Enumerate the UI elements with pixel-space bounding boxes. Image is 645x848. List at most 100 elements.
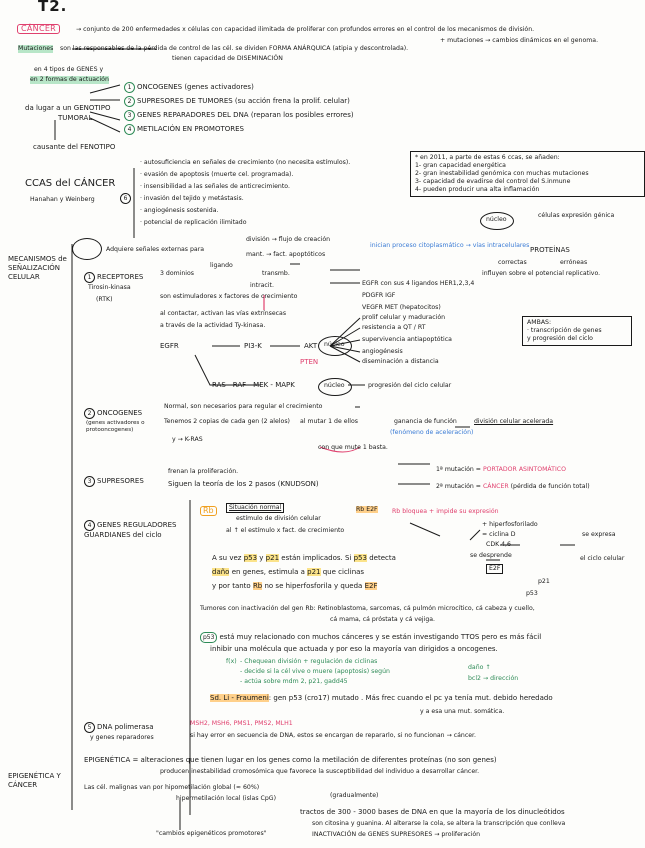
progresion-effect: progresión del ciclo celular xyxy=(368,382,451,390)
dna-label: DNA polimerasa xyxy=(97,723,154,731)
erroneas-label: erróneas xyxy=(560,259,587,267)
seexpresa-label: se expresa xyxy=(582,531,616,539)
circle-number: 1 xyxy=(84,272,95,283)
genes-types-text: en 4 tipos de GENES y xyxy=(34,66,103,74)
mutacion-2: 2ª mutación = CÁNCER (pérdida de función… xyxy=(436,483,590,491)
ccas-item-4: · invasión del tejido y metástasis. xyxy=(140,195,244,203)
li-fraumeni-line: Sd. Li - Fraumeni: gen p53 (cro17) mutad… xyxy=(210,694,553,703)
mutar-label: al mutar 1 de ellos xyxy=(300,418,358,426)
estimulo-label: estímulo de división celular xyxy=(236,515,321,523)
ccas-item-5: · angiogénesis sostenida. xyxy=(140,207,218,215)
circle-number: 2 xyxy=(84,408,95,419)
vegfr-label: VEGFR MET (hepatocitos) xyxy=(362,304,441,312)
aceleracion-note: (fenómeno de aceleración) xyxy=(390,429,473,437)
correctas-label: correctas xyxy=(498,259,527,267)
supresores-line-1: frenan la proliferación. xyxy=(168,468,238,476)
ccas-count: 6 xyxy=(120,193,133,204)
ccas-item-6: · potencial de replicación ilimitado xyxy=(140,219,247,227)
angio-effect: angiogénesis xyxy=(362,348,403,356)
supresores-line-2: Siguen la teoría de los 2 pasos (KNUDSON… xyxy=(168,480,319,489)
kras-label: y → K-RAS xyxy=(172,436,203,444)
estimuladores-text: son estimuladores x factores de crecimie… xyxy=(160,293,297,301)
ccas-item-2: · evasión de apoptosis (muerte cel. prog… xyxy=(140,171,293,179)
text-span: está muy relacionado con muchos cánceres… xyxy=(219,633,541,641)
li-fraumeni-line-2: y a esa una mut. somática. xyxy=(420,708,504,716)
dominios-label: 3 dominios xyxy=(160,270,194,278)
epigenetica-word: EPIGENÉTICA xyxy=(84,756,130,764)
mutaciones-highlight: Mutaciones xyxy=(18,45,53,53)
mutaciones-text: son las responsables de la pérdida de co… xyxy=(60,45,408,53)
perdida-label: (pérdida de función total) xyxy=(511,483,590,490)
type-label: GENES REPARADORES DEL DNA (reparan los p… xyxy=(137,111,354,119)
rb-box: Rb xyxy=(200,506,217,516)
expresion-label: células expresión génica xyxy=(538,212,614,220)
oncogenes-line-2: Tenemos 2 copias de cada gen (2 alelos) xyxy=(164,418,290,426)
egfr-ligandos: EGFR con sus 4 ligandos HER1,2,3,4 xyxy=(362,280,474,288)
circle-number: 1 xyxy=(124,82,135,93)
actividad-text: a través de la actividad Ty-kinasa. xyxy=(160,322,265,330)
circle-number: 6 xyxy=(120,193,131,204)
akt-node: AKT xyxy=(304,342,317,351)
tumores-rb-line: Tumores con inactivación del gen Rb: Ret… xyxy=(200,605,535,613)
type-label: METILACIÓN EN PROMOTORES xyxy=(137,125,244,133)
basta-label: con que mute 1 basta. xyxy=(318,444,388,452)
e2f-note: Rb bloquea + impide su expresión xyxy=(392,508,499,516)
text-span: están implicados. Si xyxy=(281,554,351,562)
rb-e2f-complex: Rb E2F xyxy=(356,506,378,514)
mutacion-1: 1ª mutación = PORTADOR ASINTOMÁTICO xyxy=(436,466,566,474)
cancer-heading: CÁNCER xyxy=(17,24,60,34)
inician-label: inician proceso citoplasmático → vías in… xyxy=(370,242,529,250)
dano-highlight: daño xyxy=(212,568,229,576)
box-line: 1- gran capacidad energética xyxy=(415,162,640,170)
nucleo-label: núcleo xyxy=(486,216,507,224)
p53-diagram-label: p53 xyxy=(526,590,538,598)
cell-icon xyxy=(72,238,102,260)
text-span: = alteraciones que tienen lugar en los g… xyxy=(132,756,496,764)
dna-sub: y genes reparadores xyxy=(90,734,154,742)
portador-label: PORTADOR ASINTOMÁTICO xyxy=(483,466,566,473)
oncogenes-sub: (genes activadores o protooncogenes) xyxy=(86,420,156,434)
circle-number: 4 xyxy=(84,520,95,531)
tumoral-label: TUMORAL xyxy=(58,114,92,123)
division-acelerada-label: división celular acelerada xyxy=(474,418,553,426)
mutaciones-note: + mutaciones → cambios dinámicos en el g… xyxy=(440,37,598,45)
fx-dano: daño ↑ xyxy=(468,664,491,672)
adquiere-label: Adquiere señales externas para xyxy=(106,246,204,254)
desprende-label: se desprende xyxy=(470,552,512,560)
pi3k-node: PI3-K xyxy=(244,342,262,351)
gradual-label: (gradualmente) xyxy=(330,792,378,800)
p53-highlight: p53 xyxy=(244,554,257,562)
fenotipo-label: causante del FENOTIPO xyxy=(33,143,115,152)
ccas-item-1: · autosuficiencia en señales de crecimie… xyxy=(140,159,350,167)
fx-bcl2: bcl2 → dirección xyxy=(468,675,518,683)
p53-paragraph-3: y por tanto Rb no se hiperfosforila y qu… xyxy=(212,582,377,591)
p21-diagram-label: p21 xyxy=(538,578,550,586)
mutacion-label: 1ª mutación = xyxy=(436,466,481,473)
hiperfosforilado-label: + hiperfosforilado xyxy=(482,521,538,529)
hipermetilacion-line: hipermetilación local (islas CpG) xyxy=(176,795,276,803)
citosina-line: son citosina y guanina. Al alterarse la … xyxy=(312,820,565,828)
resist-effect: resistencia a QT / RT xyxy=(362,324,425,332)
supresores-label: SUPRESORES xyxy=(97,477,144,485)
tractos-line: tractos de 300 - 3000 bases de DNA en qu… xyxy=(300,808,565,817)
cancer-label: CÁNCER xyxy=(483,483,509,490)
text-span: oncogenes. xyxy=(458,645,498,653)
dna-line-2: si hay error en secuencia de DNA, estos … xyxy=(190,732,476,740)
circle-number: 4 xyxy=(124,124,135,135)
text-span: : gen p53 (cro17) mutado . Más frec cuan… xyxy=(269,694,553,702)
proteinas-label: PROTEÍNAS xyxy=(530,246,570,254)
egfr-node: EGFR xyxy=(160,342,179,351)
rb-highlight: Rb xyxy=(253,582,262,590)
fx-line-3: - actúa sobre mdm 2, p21, gadd45 xyxy=(240,678,348,686)
diseminacion-text: tienen capacidad de DISEMINACIÓN xyxy=(172,55,283,63)
formas-actuacion-text: en 2 formas de actuación xyxy=(30,76,109,84)
ambas-title: AMBAS: xyxy=(527,319,627,327)
situacion-normal: Situación normal xyxy=(226,503,284,513)
hipometilacion-line: Las cél. malignas van por hipometilación… xyxy=(84,784,259,792)
disem-effect: diseminación a distancia xyxy=(362,358,439,366)
